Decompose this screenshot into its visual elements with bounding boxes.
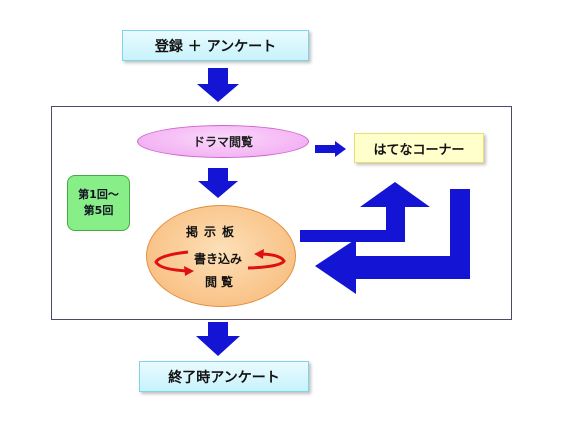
up-bent-arrow [300,182,430,242]
rounds-label-line2: 第5回 [83,204,114,217]
bulletin-board-title: 掲示板 [186,225,241,239]
end-survey-label: 終了時アンケート [168,369,280,386]
cycle-arrowhead-right [254,249,264,259]
cycle-arrowhead-left [184,266,194,276]
end-survey-box: 終了時アンケート [139,361,309,392]
register-survey-label: 登録 ＋ アンケート [154,38,277,55]
return-arrow [315,189,470,294]
register-survey-box: 登録 ＋ アンケート [122,30,309,61]
drama-view-label: ドラマ閲覧 [192,135,253,149]
rounds-label-line1: 第1回～ [78,188,119,201]
right-arrow-hatena [315,141,346,157]
down-arrow-register [197,68,239,102]
hatena-corner-box: はてなコーナー [354,133,484,163]
bulletin-board-view: 閲覧 [205,275,238,289]
down-arrow-end [196,322,240,356]
down-arrow-drama [198,168,238,198]
cycle-arrow-right [247,252,286,270]
hatena-corner-label: はてなコーナー [373,142,465,158]
bulletin-board-write: 書き込み [194,252,243,266]
drama-view-ellipse: ドラマ閲覧 [137,125,309,158]
cycle-arrow-left [154,250,191,273]
rounds-box: 第1回～ 第5回 [67,175,130,231]
